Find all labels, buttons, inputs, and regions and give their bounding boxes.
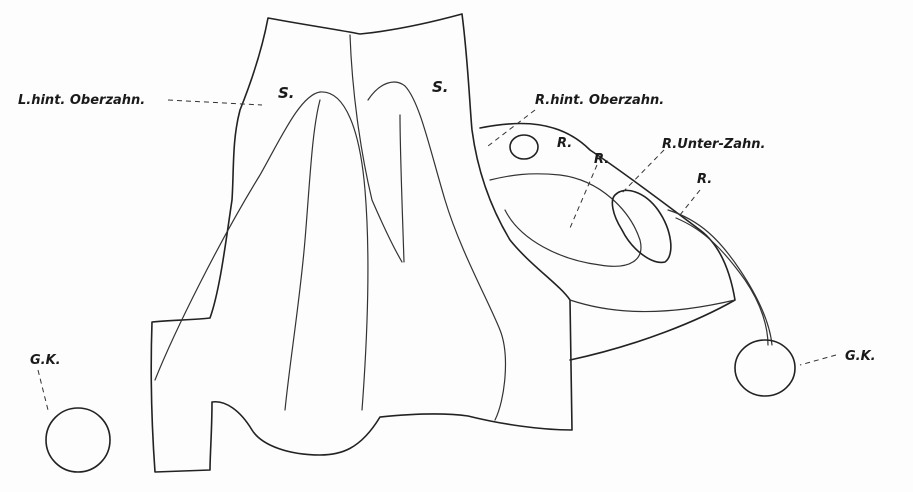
label-s-left: S. xyxy=(278,84,295,102)
label-r-upper: R. xyxy=(557,136,572,151)
label-r-right: R. xyxy=(697,172,712,187)
label-r-unter-zahn: R.Unter-Zahn. xyxy=(662,137,766,152)
label-gk-left: G.K. xyxy=(30,353,61,368)
label-gk-right: G.K. xyxy=(845,349,876,364)
label-l-hint-oberzahn: L.hint. Oberzahn. xyxy=(18,93,145,108)
label-r-hint-oberzahn: R.hint. Oberzahn. xyxy=(535,93,664,108)
label-s-right: S. xyxy=(432,78,449,96)
label-r-middle: R. xyxy=(594,152,609,167)
